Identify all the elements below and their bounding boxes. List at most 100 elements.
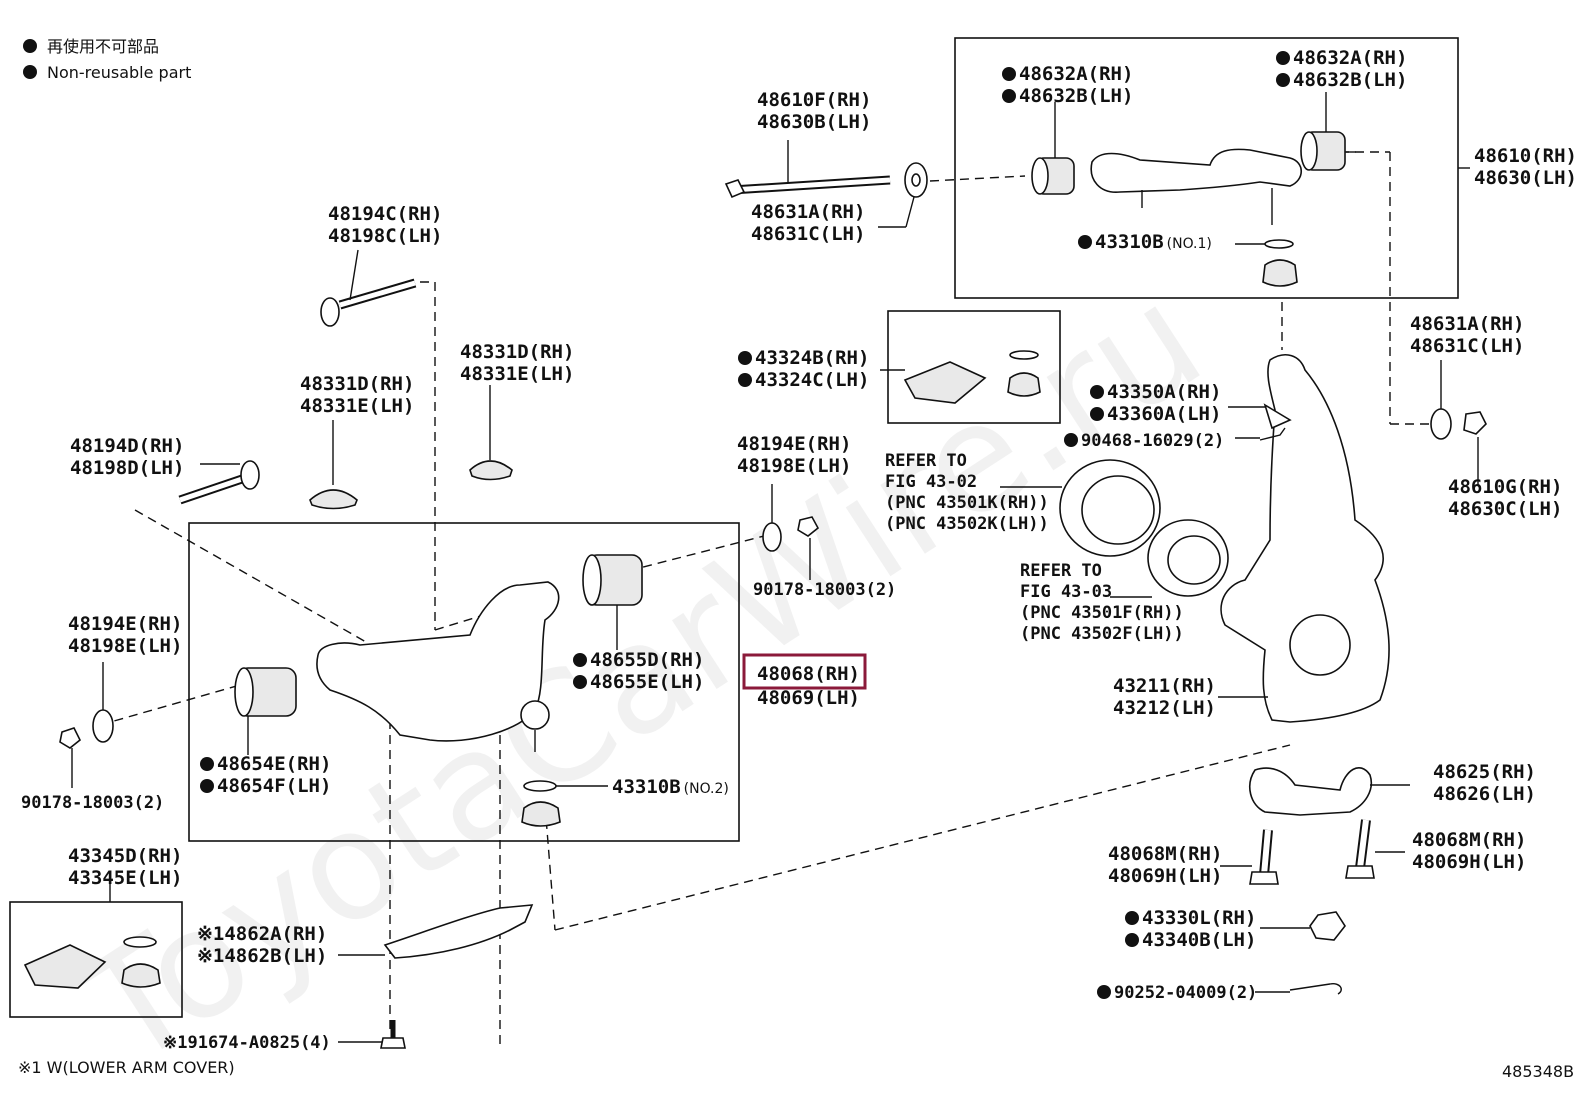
bushing-48654-icon	[234, 667, 297, 717]
ref-fig-43-03-line1: REFER TO	[1020, 561, 1102, 581]
lower-boot-kit-box	[9, 901, 183, 1018]
non-reusable-dot-icon	[1090, 385, 1104, 399]
non-reusable-dot-icon	[1078, 235, 1092, 249]
non-reusable-dot-icon	[1097, 985, 1111, 999]
label-48632A-left: 48632A(RH)	[1019, 63, 1133, 85]
label-48194C: 48194C(RH)	[328, 203, 442, 225]
non-reusable-dot-icon	[573, 675, 587, 689]
label-90252: 90252-04009(2)	[1114, 983, 1257, 1003]
nut-90178-left-icon	[59, 727, 82, 749]
label-48068[interactable]: 48068(RH)	[757, 663, 860, 685]
boot-upper-icon	[1262, 259, 1298, 287]
label-48198C: 48198C(LH)	[328, 225, 442, 247]
label-48610: 48610(RH)	[1474, 145, 1577, 167]
label-48631A-top: 48631A(RH)	[751, 201, 865, 223]
ref-fig-43-02-line2: FIG 43-02	[885, 472, 977, 492]
stopper-48331-right-icon	[469, 445, 513, 481]
non-reusable-dot-icon	[1002, 67, 1016, 81]
hub-bearing-43501K-icon	[1059, 459, 1161, 557]
leader-lines	[71, 92, 1479, 1043]
o-ring-43310B-icon	[1264, 239, 1294, 249]
label-48630B: 48630B(LH)	[757, 111, 871, 133]
bushing-48632-left-icon	[1031, 157, 1075, 195]
lower-arm-cover-icon	[383, 904, 534, 959]
non-reusable-dot-icon	[1276, 51, 1290, 65]
legend-jp: 再使用不可部品	[47, 37, 159, 56]
cotter-pin-90252-icon	[1289, 982, 1342, 995]
steering-knuckle-icon	[1220, 354, 1390, 723]
label-48632B-left: 48632B(LH)	[1019, 85, 1133, 107]
diagram-id: 485348B	[1502, 1062, 1574, 1081]
label-48631C-top: 48631C(LH)	[751, 223, 865, 245]
footnote: ※1 W(LOWER ARM COVER)	[18, 1058, 235, 1077]
label-48610F: 48610F(RH)	[757, 89, 871, 111]
non-reusable-dot-icon	[1125, 911, 1139, 925]
grease-pack-upper-icon	[903, 361, 987, 404]
nut-43330L-icon	[1309, 911, 1346, 941]
label-48610G: 48610G(RH)	[1448, 476, 1562, 498]
label-48630: 48630(LH)	[1474, 167, 1577, 189]
non-reusable-dot-icon	[738, 373, 752, 387]
o-ring-kit-lower-icon	[123, 936, 157, 948]
label-43340B: 43340B(LH)	[1142, 929, 1256, 951]
non-reusable-dot-icon	[200, 757, 214, 771]
boot-lower-icon	[521, 801, 561, 827]
label-48331D-left: 48331D(RH)	[300, 373, 414, 395]
nut-90178-top-icon	[797, 516, 820, 537]
selected-part-highlight[interactable]	[742, 653, 867, 690]
label-14862B: ※14862B(LH)	[197, 945, 327, 967]
label-43310B-no2: 43310B(NO.2)	[612, 776, 729, 798]
non-reusable-dot-icon	[23, 65, 37, 79]
label-48069H-left: 48069H(LH)	[1108, 865, 1222, 887]
label-43324C: 43324C(LH)	[755, 369, 869, 391]
grease-pack-lower-icon	[23, 944, 107, 989]
upper-boot-kit-box	[887, 310, 1061, 424]
non-reusable-dot-icon	[1090, 407, 1104, 421]
upper-control-arm-icon	[1090, 148, 1303, 193]
label-48655D: 48655D(RH)	[590, 649, 704, 671]
label-43350A: 43350A(RH)	[1107, 381, 1221, 403]
lower-arm-box	[188, 522, 740, 842]
label-43212: 43212(LH)	[1113, 697, 1216, 719]
bolt-48068M-right-icon	[1345, 819, 1375, 879]
label-48331E-left: 48331E(LH)	[300, 395, 414, 417]
bolt-48610F-icon	[724, 175, 891, 199]
non-reusable-dot-icon	[1002, 89, 1016, 103]
label-90468: 90468-16029(2)	[1081, 431, 1224, 451]
ref-fig-43-03-line2: FIG 43-03	[1020, 582, 1112, 602]
non-reusable-dot-icon	[1125, 933, 1139, 947]
nut-43350A-icon	[1263, 403, 1292, 430]
non-reusable-dot-icon	[1064, 433, 1078, 447]
ref-fig-43-02-line3: (PNC 43501K(RH))	[885, 493, 1049, 513]
label-48630C: 48630C(LH)	[1448, 498, 1562, 520]
non-reusable-dot-icon	[573, 653, 587, 667]
label-48632B-right: 48632B(LH)	[1293, 69, 1407, 91]
ball-joint-48625-icon	[1249, 767, 1372, 816]
o-ring-43310B-no2-icon	[523, 780, 557, 792]
stopper-48331-left-icon	[309, 470, 358, 510]
label-48654F: 48654F(LH)	[217, 775, 331, 797]
label-48331E-right: 48331E(LH)	[460, 363, 574, 385]
non-reusable-dot-icon	[23, 39, 37, 53]
bolt-48194D-icon	[178, 460, 260, 505]
label-48068M-left: 48068M(RH)	[1108, 843, 1222, 865]
bushing-48655-icon	[582, 554, 643, 606]
label-191674: ※191674-A0825(4)	[163, 1033, 331, 1053]
cotter-pin-90468-icon	[1259, 427, 1286, 441]
label-48194E-left: 48194E(RH)	[68, 613, 182, 635]
non-reusable-dot-icon	[1276, 73, 1290, 87]
legend-en: Non-reusable part	[47, 63, 191, 82]
bolt-48194C-icon	[320, 278, 417, 327]
label-48198D: 48198D(LH)	[70, 457, 184, 479]
hub-bearing-43501F-icon	[1147, 519, 1229, 597]
boot-kit-upper-icon	[1007, 372, 1041, 397]
label-43345E: 43345E(LH)	[68, 867, 182, 889]
bushing-48632-right-icon	[1300, 131, 1346, 171]
lower-control-arm-icon	[316, 581, 560, 742]
label-48069H-right: 48069H(LH)	[1412, 851, 1526, 873]
washer-48194E-left-icon	[92, 709, 114, 743]
ref-fig-43-03-line3: (PNC 43501F(RH))	[1020, 603, 1184, 623]
label-90178-left: 90178-18003(2)	[21, 793, 164, 813]
label-48198E-top: 48198E(LH)	[737, 455, 851, 477]
